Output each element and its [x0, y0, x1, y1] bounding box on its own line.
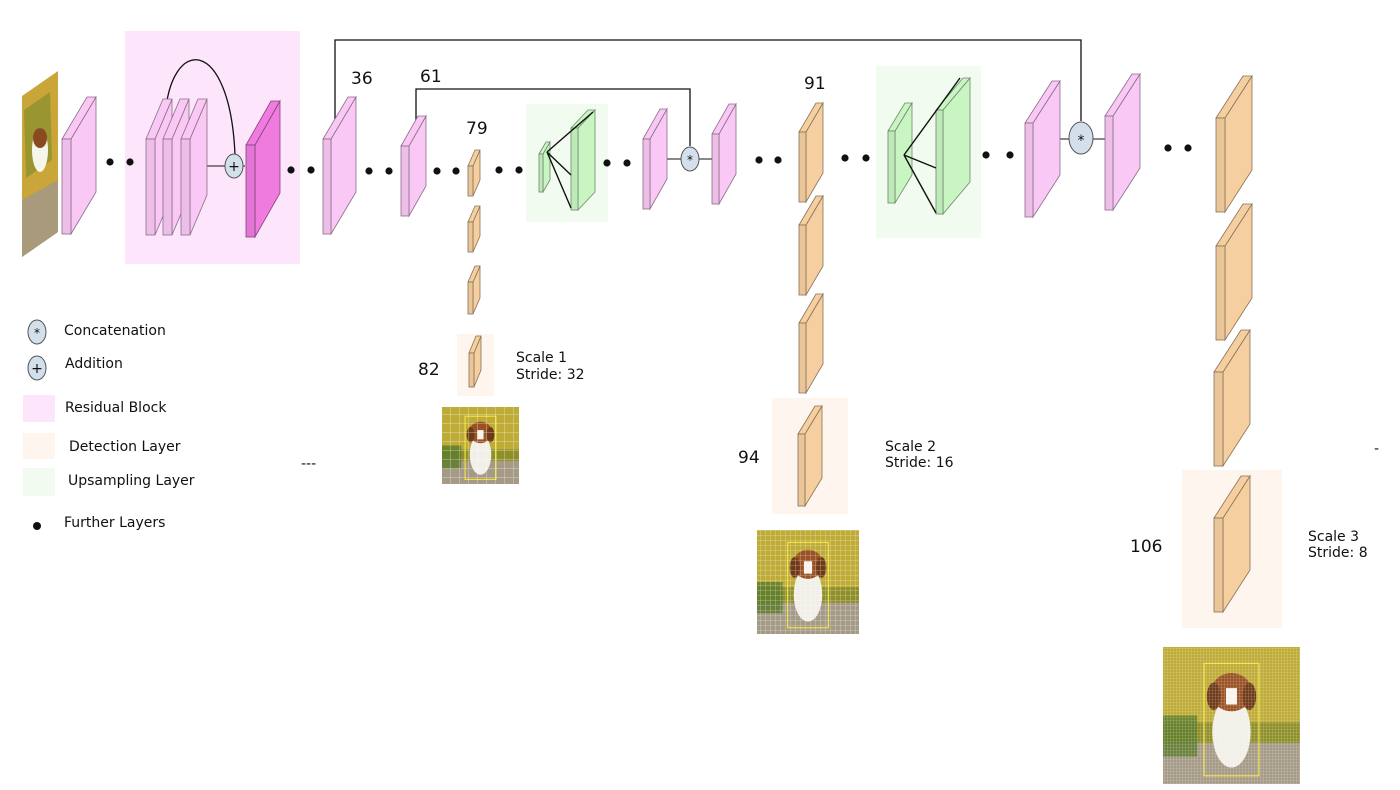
concat-symbol: * [1078, 133, 1085, 149]
legend-residual-block-label: Residual Block [65, 400, 167, 416]
layer-upsample-2-out [935, 76, 971, 216]
layer-number-61: 61 [420, 67, 442, 87]
layer-106-conv-a [1215, 74, 1253, 214]
output-image-scale-3 [1163, 647, 1300, 784]
layer-91-conv-c [798, 292, 824, 395]
upsampling-block-background-1 [526, 104, 608, 222]
layer-79-conv-b [467, 205, 481, 253]
layer-106 [1213, 474, 1251, 614]
layer-number-79: 79 [466, 119, 488, 139]
layer-residual-a [61, 95, 97, 236]
layer-91-conv-b [798, 194, 824, 297]
detection-outputs [442, 407, 1300, 784]
legend-further-layers-label: Further Layers [64, 515, 165, 531]
legend-upsampling-layer-label: Upsampling Layer [68, 473, 195, 489]
legend-addition: + Addition [27, 355, 123, 381]
layer-number-36: 36 [351, 69, 373, 89]
further-layer-dot-pair [365, 167, 393, 175]
output-image-scale-1 [442, 407, 519, 484]
svg-text:+: + [31, 361, 43, 377]
further-layer-dot-pair [841, 154, 870, 162]
legend-concatenation-label: Concatenation [64, 323, 166, 339]
upsampling-fan-2 [903, 77, 961, 214]
further-layer-dot-pair [106, 158, 134, 166]
legend-further-layers: Further Layers [33, 515, 165, 531]
layer-upsample-1-out [570, 108, 596, 212]
legend-detection-layer-label: Detection Layer [69, 439, 181, 455]
concat-symbol: * [687, 153, 693, 167]
layer-91-conv-a [798, 101, 824, 204]
layer-number-94: 94 [738, 448, 760, 468]
further-layer-dots [106, 144, 1192, 175]
further-layer-dot-pair [287, 166, 315, 174]
addition-symbol: + [228, 159, 240, 175]
legend-addition-label: Addition [65, 356, 123, 372]
layer-before-concat-2 [1024, 79, 1061, 219]
further-layer-dot-pair [982, 151, 1014, 159]
layer-106-conv-c [1213, 328, 1251, 468]
layer-upsample-2-in [887, 101, 913, 205]
layer-number-82: 82 [418, 360, 440, 380]
layer-82 [468, 335, 482, 388]
legend: * Concatenation + Addition Residual Bloc… [23, 319, 195, 531]
legend-upsampling-layer: Upsampling Layer [23, 468, 195, 496]
layers [61, 72, 1253, 614]
legend-concatenation: * Concatenation [27, 319, 166, 345]
scale-1-stride: Stride: 32 [516, 367, 585, 383]
layer-61 [400, 114, 427, 218]
further-layer-dot-pair [755, 156, 782, 164]
input-image [22, 71, 58, 257]
layer-number-106: 106 [1130, 537, 1162, 557]
further-layer-dot-pair [1164, 144, 1192, 152]
scale-3-stride: Stride: 8 [1308, 545, 1368, 561]
addition-operator: + [224, 153, 244, 179]
layer-after-concat-1 [711, 102, 737, 206]
stray-dashes: --- [301, 456, 316, 472]
scale-1-label: Scale 1 [516, 350, 567, 366]
output-image-scale-2 [757, 530, 859, 634]
further-layer-dot-pair [603, 159, 631, 167]
upsampling-fan-1 [546, 111, 594, 209]
route-connection-61 [415, 88, 691, 146]
residual-shortcut-arc [164, 59, 236, 156]
layer-residual-dark [245, 99, 281, 239]
scale-3-label: Scale 3 [1308, 529, 1359, 545]
layer-106-conv-b [1215, 202, 1253, 342]
further-layer-dot-pair [495, 166, 523, 174]
route-connection-36 [334, 39, 1082, 123]
layer-79-conv-c [467, 265, 481, 315]
svg-text:*: * [34, 326, 40, 340]
concat-operator-2: * [1068, 121, 1094, 155]
layer-36 [322, 95, 357, 236]
layer-number-91: 91 [804, 74, 826, 94]
legend-detection-layer: Detection Layer [23, 433, 181, 459]
legend-residual-block: Residual Block [23, 395, 167, 422]
further-layer-dot-pair [433, 167, 460, 175]
scale-2-label: Scale 2 [885, 439, 936, 455]
layer-residual-stack-3 [180, 98, 208, 236]
layer-after-upsample-1 [642, 107, 668, 211]
concat-operator-1: * [680, 146, 700, 172]
stray-dash: - [1374, 441, 1379, 457]
scale-2-stride: Stride: 16 [885, 455, 954, 471]
layer-after-concat-2 [1104, 72, 1141, 212]
layer-79-conv-a [467, 149, 481, 197]
layer-94 [797, 404, 823, 508]
